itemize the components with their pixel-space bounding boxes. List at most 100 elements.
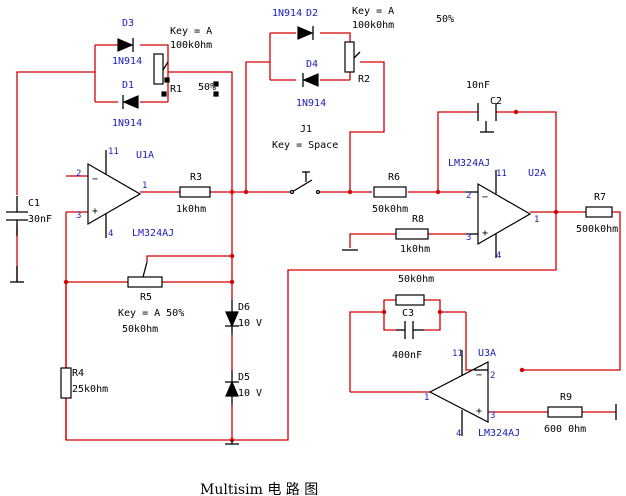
r4-name: R4 [72, 368, 84, 379]
u2-pin-inv: 2 [466, 191, 471, 201]
d5-name: D5 [238, 372, 250, 383]
r5-name: R5 [140, 292, 152, 303]
j1-switch: J1 Key = Space [272, 124, 338, 195]
r3-resistor: R3 1k0hm [176, 172, 211, 215]
r9-value: 600 0hm [544, 424, 586, 435]
r1-value: 100k0hm [170, 40, 212, 51]
c3-capacitor: C3 400nF [392, 308, 424, 361]
r6-name: R6 [388, 172, 400, 183]
r7-value: 500k0hm [576, 224, 618, 235]
r4-resistor: R4 25k0hm [60, 367, 108, 399]
r8-resistor: R8 1k0hm [395, 214, 430, 255]
c1-value: 30nF [28, 214, 52, 225]
c1-capacitor: C1 30nF [6, 196, 52, 236]
r1-potentiometer: Key = A 100k0hm R1 50% [153, 26, 219, 97]
svg-text:+: + [92, 206, 98, 217]
d4-name: D4 [306, 59, 318, 70]
u1-pin-non: 3 [76, 211, 81, 221]
u3-pin-inv: 2 [490, 371, 495, 381]
u2-name: U2A [528, 168, 546, 179]
c1-name: C1 [28, 198, 40, 209]
u3-name: U3A [478, 348, 496, 359]
r2-name: R2 [358, 74, 370, 85]
d2-diode: 1N914 D2 [272, 8, 318, 40]
u3-pin-non: 3 [490, 411, 495, 421]
r5-key: Key = A 50% [118, 308, 184, 319]
svg-text:−: − [476, 370, 482, 381]
d4-model: 1N914 [296, 98, 326, 109]
u1-model: LM324AJ [132, 228, 174, 239]
r10-value: 50k0hm [398, 274, 434, 285]
d6-zener: D6 10 V [225, 300, 262, 335]
d1-model: 1N914 [112, 118, 142, 129]
r7-resistor: R7 500k0hm [576, 192, 618, 235]
u3-model: LM324AJ [478, 428, 520, 439]
j1-key: Key = Space [272, 140, 338, 151]
r1-percent: 50% [198, 82, 216, 93]
d5-zener: D5 10 V [225, 370, 262, 405]
wires [16, 32, 621, 441]
junction-dots [63, 109, 559, 443]
u1-pin-vee: 4 [108, 229, 113, 239]
r10-resistor: 50k0hm [395, 274, 434, 306]
d1-name: D1 [122, 80, 134, 91]
u2-opamp: − + 2 3 1 11 4 U2A LM324AJ [448, 158, 546, 261]
u2-pin-vcc: 11 [496, 169, 507, 179]
u1-pin-vcc: 11 [108, 147, 119, 157]
r5-potentiometer: R5 Key = A 50% 50k0hm [118, 261, 184, 335]
r3-name: R3 [190, 172, 202, 183]
u2-pin-non: 3 [466, 233, 471, 243]
c3-value: 400nF [392, 350, 422, 361]
u3-pin-vee: 4 [456, 429, 461, 439]
r2-key: Key = A [352, 6, 394, 17]
d3-diode: D3 1N914 [112, 18, 142, 67]
r2-value: 100k0hm [352, 20, 394, 31]
j1-name: J1 [300, 124, 312, 135]
u3-opamp: − + 2 3 1 11 4 U3A LM324AJ [424, 348, 520, 439]
d5-value: 10 V [238, 388, 262, 399]
ground-c1 [10, 266, 24, 283]
r6-resistor: R6 50k0hm [372, 172, 408, 215]
r6-value: 50k0hm [372, 204, 408, 215]
diagram-caption: Multisim 电 路 图 [200, 482, 318, 496]
d1-diode: D1 1N914 [112, 80, 142, 129]
r7-name: R7 [594, 192, 606, 203]
c2-name: C2 [490, 96, 502, 107]
d4-diode: D4 1N914 [296, 59, 326, 109]
d2-name: D2 [306, 8, 318, 19]
u2-pin-vee: 4 [496, 251, 501, 261]
u1-pin-out: 1 [142, 181, 147, 191]
r1-name: R1 [170, 84, 182, 95]
u3-pin-vcc: 11 [452, 349, 463, 359]
svg-text:−: − [92, 174, 98, 185]
d6-name: D6 [238, 302, 250, 313]
r2-potentiometer: Key = A 100k0hm R2 50% [344, 6, 454, 85]
r3-value: 1k0hm [176, 204, 206, 215]
u1-name: U1A [136, 150, 154, 161]
d3-model: 1N914 [112, 56, 142, 67]
r9-resistor: R9 600 0hm [544, 392, 586, 435]
u1-opamp: − + 2 3 1 11 4 U1A LM324AJ [76, 147, 174, 239]
d6-value: 10 V [238, 318, 262, 329]
r2-percent: 50% [436, 14, 454, 25]
r8-value: 1k0hm [400, 244, 430, 255]
d2-model: 1N914 [272, 8, 302, 19]
u3-pin-out: 1 [424, 393, 429, 403]
c3-name: C3 [402, 308, 414, 319]
ground-d5 [225, 440, 239, 445]
r8-name: R8 [412, 214, 424, 225]
svg-text:+: + [476, 406, 482, 417]
c2-value: 10nF [466, 80, 490, 91]
u2-model: LM324AJ [448, 158, 490, 169]
r1-key: Key = A [170, 26, 212, 37]
u2-pin-out: 1 [534, 215, 539, 225]
svg-text:+: + [482, 228, 488, 239]
u1-pin-inv: 2 [76, 169, 81, 179]
c2-capacitor: 10nF C2 [466, 80, 502, 133]
r9-name: R9 [560, 392, 572, 403]
r5-value: 50k0hm [122, 324, 158, 335]
d3-name: D3 [122, 18, 134, 29]
svg-text:−: − [482, 192, 488, 203]
r4-value: 25k0hm [72, 384, 108, 395]
